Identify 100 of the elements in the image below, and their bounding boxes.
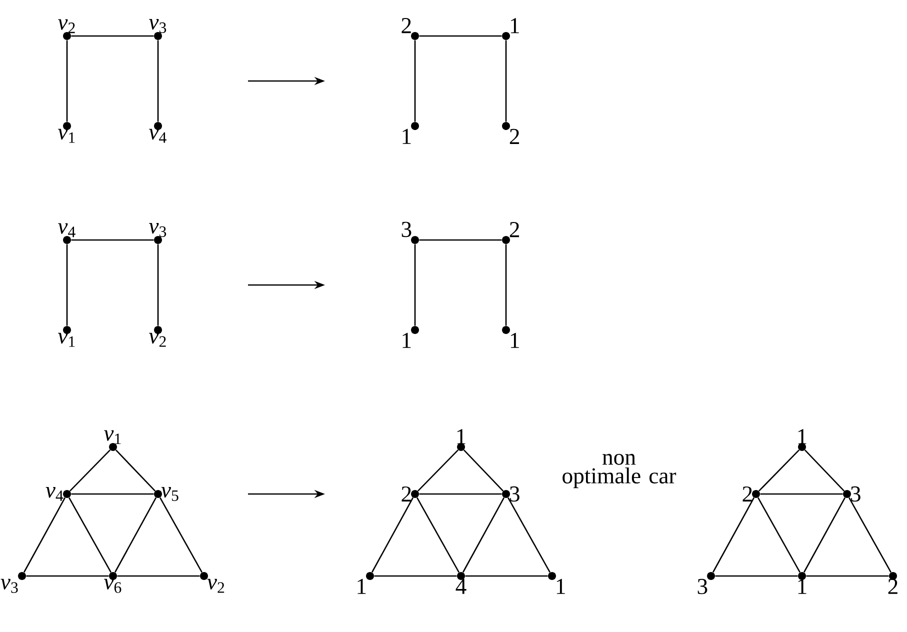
vertex-dot — [798, 572, 806, 580]
vertex-dot — [798, 443, 806, 451]
vertex-label: v$_{1}$ — [104, 430, 121, 444]
graph-edge — [157, 244, 159, 326]
graph-edge — [414, 40, 416, 122]
vertex-dot — [366, 572, 374, 580]
graph-edge — [157, 40, 159, 122]
vertex-label: v$_{6}$ — [104, 578, 122, 593]
vertex-dot — [109, 443, 117, 451]
vertex-label: v$_{1}$ — [58, 332, 75, 347]
vertex-label: v$_{5}$ — [161, 486, 178, 501]
vertex-label: v$_{2}$ — [58, 19, 75, 34]
vertex-dot — [843, 490, 851, 498]
graph-edge — [66, 40, 68, 122]
graph-edge — [115, 450, 156, 492]
vertex-dot — [154, 490, 162, 498]
graph-edge — [160, 497, 202, 573]
vertex-dot — [200, 572, 208, 580]
graph-edge — [712, 497, 755, 573]
vertex-label: 3 — [698, 578, 708, 594]
vertex-label: 2 — [402, 486, 411, 502]
graph-edge — [508, 497, 550, 573]
vertex-dot — [63, 490, 71, 498]
vertex-label: 2 — [888, 578, 898, 594]
graph-edge — [26, 575, 109, 577]
graph-edge — [505, 40, 507, 122]
graph-edge — [71, 239, 154, 241]
vertex-label: v$_{3}$ — [149, 19, 166, 34]
vertex-dot — [502, 32, 510, 40]
vertex-label: 4 — [456, 578, 466, 594]
vertex-dot — [63, 326, 71, 334]
graph-edge — [848, 497, 892, 573]
graph-edge — [371, 497, 414, 573]
graph-edge — [419, 239, 502, 241]
vertex-dot — [411, 326, 419, 334]
vertex-dot — [411, 490, 419, 498]
vertex-label: 1 — [510, 18, 519, 34]
vertex-label: 1 — [358, 578, 366, 594]
vertex-dot — [109, 572, 117, 580]
vertex-label: 2 — [510, 128, 520, 144]
vertex-label: v$_{4}$ — [149, 128, 166, 143]
vertex-dot — [154, 326, 162, 334]
graph-edge — [68, 497, 112, 573]
graph-edge — [715, 575, 798, 577]
vertex-label: 1 — [402, 332, 411, 348]
graph-edge — [71, 493, 154, 495]
vertex-dot — [502, 122, 510, 130]
graph-edge — [418, 450, 458, 492]
vertex-dot — [752, 490, 760, 498]
vertex-dot — [63, 122, 71, 130]
vertex-label: 1 — [556, 578, 565, 594]
graph-edge — [71, 35, 154, 37]
graph-edge — [758, 497, 800, 573]
graph-edge — [419, 35, 502, 37]
vertex-dot — [502, 236, 510, 244]
vertex-dot — [457, 443, 465, 451]
graph-edge — [758, 450, 800, 492]
vertex-dot — [889, 572, 897, 580]
vertex-dot — [502, 326, 510, 334]
vertex-label: 2 — [510, 222, 520, 238]
graph-edge — [114, 497, 157, 573]
graph-edge — [23, 497, 66, 573]
vertex-dot — [411, 122, 419, 130]
graph-edge — [806, 575, 889, 577]
vertex-label: 3 — [510, 486, 520, 502]
graph-edge — [462, 497, 505, 573]
vertex-dot — [707, 572, 715, 580]
vertex-dot — [154, 236, 162, 244]
vertex-label: v$_{1}$ — [58, 128, 75, 143]
note-text: non optimale car — [562, 454, 676, 488]
vertex-dot — [154, 122, 162, 130]
vertex-dot — [63, 32, 71, 40]
graph-edge — [117, 575, 200, 577]
vertex-label: v$_{3}$ — [0, 578, 18, 593]
vertex-label: 1 — [402, 128, 411, 144]
graph-edge — [414, 244, 416, 326]
vertex-label: v$_{3}$ — [149, 223, 166, 238]
vertex-label: 1 — [510, 332, 519, 348]
graph-edge — [463, 450, 504, 492]
graph-edge — [505, 244, 507, 326]
vertex-dot — [411, 32, 419, 40]
vertex-dot — [63, 236, 71, 244]
graph-edge — [804, 450, 845, 492]
vertex-dot — [154, 32, 162, 40]
graph-edge — [374, 575, 457, 577]
vertex-dot — [411, 236, 419, 244]
vertex-label: v$_{2}$ — [149, 332, 166, 347]
vertex-dot — [457, 572, 465, 580]
graph-edge — [465, 575, 548, 577]
vertex-dot — [18, 572, 26, 580]
graph-edge — [419, 493, 502, 495]
graph-edge — [803, 497, 846, 573]
vertex-label: 2 — [742, 486, 752, 502]
vertex-label: 3 — [851, 486, 860, 502]
vertex-label: 2 — [402, 18, 411, 34]
graph-edge — [416, 497, 460, 573]
graph-edge — [70, 450, 110, 492]
vertex-label: v$_{4}$ — [58, 223, 76, 238]
graph-edge — [66, 244, 68, 326]
vertex-label: 1 — [798, 578, 806, 594]
